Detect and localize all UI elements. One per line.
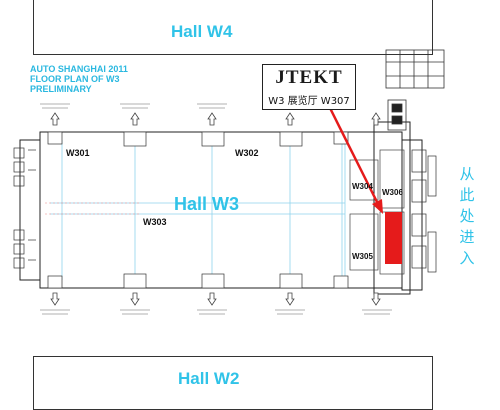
hall-w2-area [33,356,433,410]
bottom-columns [47,273,349,289]
entrance-char-3: 处 [459,207,475,225]
hall-w4-area [33,0,433,55]
right-service-block [411,149,437,273]
dashed-aisle [45,202,140,215]
room-w301: W301 [66,148,90,158]
entrance-char-5: 入 [459,249,475,267]
top-right-building [385,49,445,131]
entrance-arrows-top [50,112,381,126]
booth-grid [50,140,346,280]
callout-arrow [328,107,383,214]
booth-label: W3 展览厅 W307 [268,96,350,107]
legend-line-2: FLOOR PLAN OF W3 [30,74,120,84]
entrance-side-text: 从 此 处 进 入 [458,164,476,269]
entrance-char-1: 从 [459,165,475,183]
legend-line-3: PRELIMINARY [30,84,92,94]
hall-w4-label: Hall W4 [171,22,233,41]
room-w303: W303 [143,217,167,227]
hall-w2-label: Hall W2 [178,369,240,388]
jtekt-callout: JTEKT W3 展览厅 W307 [262,64,356,110]
room-w306: W306 [382,188,403,197]
legend-line-1: AUTO SHANGHAI 2011 [30,64,128,74]
entrance-arrows-bottom [50,292,381,306]
entrance-char-2: 此 [459,186,475,204]
hall-w3-label: Hall W3 [174,194,240,214]
room-w305: W305 [352,252,373,261]
booth-w307-highlight [385,212,402,264]
left-service-block [13,147,36,269]
room-w302: W302 [235,148,259,158]
floor-plan-legend: AUTO SHANGHAI 2011 FLOOR PLAN OF W3 PREL… [30,64,128,94]
jtekt-logo: JTEKT [275,67,343,88]
gate-annotations [40,103,392,315]
top-columns [47,131,349,147]
entrance-char-4: 进 [459,228,475,246]
room-w304: W304 [352,182,373,191]
